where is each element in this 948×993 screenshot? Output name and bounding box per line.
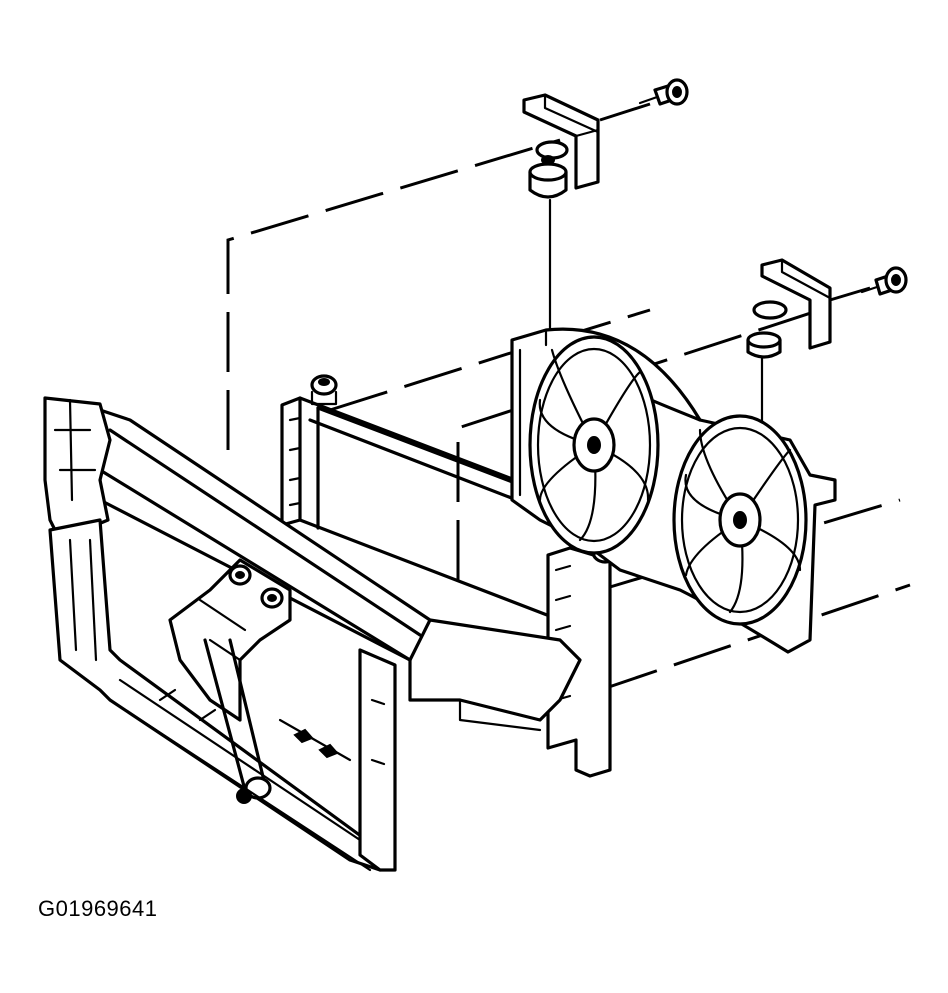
radiator-insulator-left (528, 155, 568, 199)
radiator-support-assembly (43, 396, 582, 872)
radiator-insulator-right (746, 331, 782, 359)
figure-id-label: G01969641 (38, 896, 158, 921)
bracket-bolt-left (638, 78, 689, 106)
bracket-bolt-right (860, 266, 908, 296)
cooling-fan-right (672, 414, 808, 626)
upper-mount-bracket-left (522, 93, 600, 190)
upper-mount-bracket-right (752, 258, 832, 350)
cooling-fan-left (528, 335, 660, 555)
